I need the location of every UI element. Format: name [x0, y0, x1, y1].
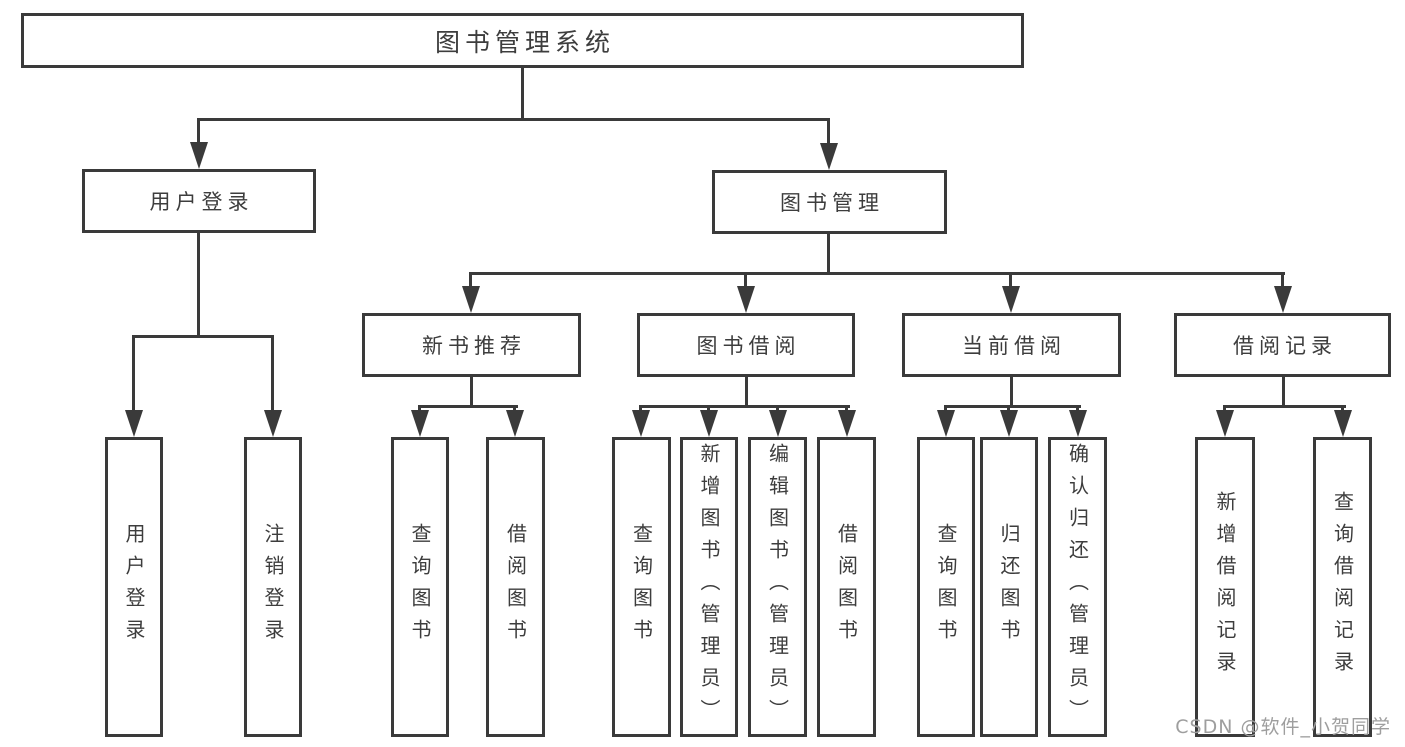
connector-line [639, 405, 642, 412]
node-library-system: 图书管理系统 [21, 13, 1024, 68]
arrow-down-icon [125, 410, 143, 437]
csdn-watermark: CSDN @软件_小贺同学 [1175, 716, 1391, 738]
arrow-down-icon [820, 143, 838, 170]
connector-line [1010, 377, 1013, 405]
leaf-borrow-books-1: 借阅图书 [486, 437, 545, 737]
node-book-borrow: 图书借阅 [637, 313, 855, 377]
node-new-book-recommend: 新书推荐 [362, 313, 581, 377]
node-new-book-recommend-label: 新书推荐 [422, 334, 526, 358]
connector-line [132, 335, 135, 412]
connector-line [827, 118, 830, 145]
node-library-system-label: 图书管理系统 [434, 27, 615, 57]
connector-line [707, 405, 710, 412]
leaf-borrow-books-1-label: 借阅图书 [503, 523, 528, 651]
connector-line [845, 405, 848, 412]
leaf-user-login-label: 用户登录 [122, 523, 146, 651]
arrow-down-icon [264, 410, 282, 437]
arrow-down-icon [411, 410, 429, 437]
node-current-borrow: 当前借阅 [902, 313, 1121, 377]
connector-line [1007, 405, 1010, 412]
arrow-down-icon [1000, 410, 1018, 437]
leaf-add-book-admin-label: 新增图书（管理员） [697, 443, 721, 731]
connector-line [513, 405, 516, 412]
node-book-management: 图书管理 [712, 170, 947, 234]
leaf-add-borrow-record: 新增借阅记录 [1195, 437, 1255, 737]
arrow-down-icon [937, 410, 955, 437]
connector-line [744, 272, 747, 288]
leaf-return-book-label: 归还图书 [997, 523, 1021, 651]
leaf-query-books-1-label: 查询图书 [408, 523, 432, 651]
leaf-edit-book-admin: 编辑图书（管理员） [748, 437, 807, 737]
node-borrow-records: 借阅记录 [1174, 313, 1391, 377]
arrow-down-icon [632, 410, 650, 437]
leaf-borrow-books-2: 借阅图书 [817, 437, 876, 737]
connector-line [1281, 272, 1284, 288]
node-user-login: 用户登录 [82, 169, 316, 233]
connector-line [944, 405, 1081, 408]
leaf-confirm-return-admin: 确认归还（管理员） [1048, 437, 1107, 737]
connector-line [418, 405, 421, 412]
leaf-add-borrow-record-label: 新增借阅记录 [1213, 491, 1237, 683]
leaf-confirm-return-admin-label: 确认归还（管理员） [1065, 443, 1090, 731]
connector-line [639, 405, 850, 408]
leaf-query-books-3: 查询图书 [917, 437, 975, 737]
arrow-down-icon [190, 142, 208, 169]
connector-line [469, 272, 1285, 275]
arrow-down-icon [462, 286, 480, 313]
leaf-logout: 注销登录 [244, 437, 302, 737]
connector-line [418, 405, 518, 408]
node-book-borrow-label: 图书借阅 [696, 334, 801, 358]
connector-line [1076, 405, 1079, 412]
connector-line [470, 377, 473, 405]
connector-line [1341, 405, 1344, 412]
arrow-down-icon [1216, 410, 1234, 437]
leaf-query-books-2-label: 查询图书 [629, 523, 654, 651]
arrow-down-icon [1274, 286, 1292, 313]
leaf-query-books-2: 查询图书 [612, 437, 671, 737]
node-book-management-label: 图书管理 [780, 191, 884, 215]
leaf-query-books-3-label: 查询图书 [934, 523, 958, 651]
connector-line [469, 272, 472, 288]
leaf-query-borrow-record-label: 查询借阅记录 [1330, 491, 1355, 683]
connector-line [1282, 377, 1285, 405]
connector-line [197, 118, 830, 121]
arrow-down-icon [700, 410, 718, 437]
arrow-down-icon [1334, 410, 1352, 437]
arrow-down-icon [769, 410, 787, 437]
leaf-query-borrow-record: 查询借阅记录 [1313, 437, 1372, 737]
connector-line [745, 377, 748, 405]
leaf-query-books-1: 查询图书 [391, 437, 449, 737]
connector-line [1009, 272, 1012, 288]
leaf-logout-label: 注销登录 [261, 523, 285, 651]
node-user-login-label: 用户登录 [149, 190, 254, 214]
connector-line [197, 233, 200, 335]
leaf-add-book-admin: 新增图书（管理员） [680, 437, 738, 737]
connector-line [1223, 405, 1226, 412]
connector-line [944, 405, 947, 412]
connector-line [271, 335, 274, 412]
leaf-borrow-books-2-label: 借阅图书 [834, 523, 859, 651]
arrow-down-icon [1002, 286, 1020, 313]
connector-line [521, 68, 524, 118]
arrow-down-icon [737, 286, 755, 313]
leaf-return-book: 归还图书 [980, 437, 1038, 737]
connector-line [132, 335, 274, 338]
connector-line [827, 234, 830, 272]
connector-line [1223, 405, 1346, 408]
leaf-user-login: 用户登录 [105, 437, 163, 737]
node-current-borrow-label: 当前借阅 [962, 334, 1066, 358]
connector-line [197, 118, 200, 144]
connector-line [776, 405, 779, 412]
node-borrow-records-label: 借阅记录 [1233, 334, 1337, 358]
arrow-down-icon [506, 410, 524, 437]
arrow-down-icon [1069, 410, 1087, 437]
leaf-edit-book-admin-label: 编辑图书（管理员） [765, 443, 790, 731]
arrow-down-icon [838, 410, 856, 437]
